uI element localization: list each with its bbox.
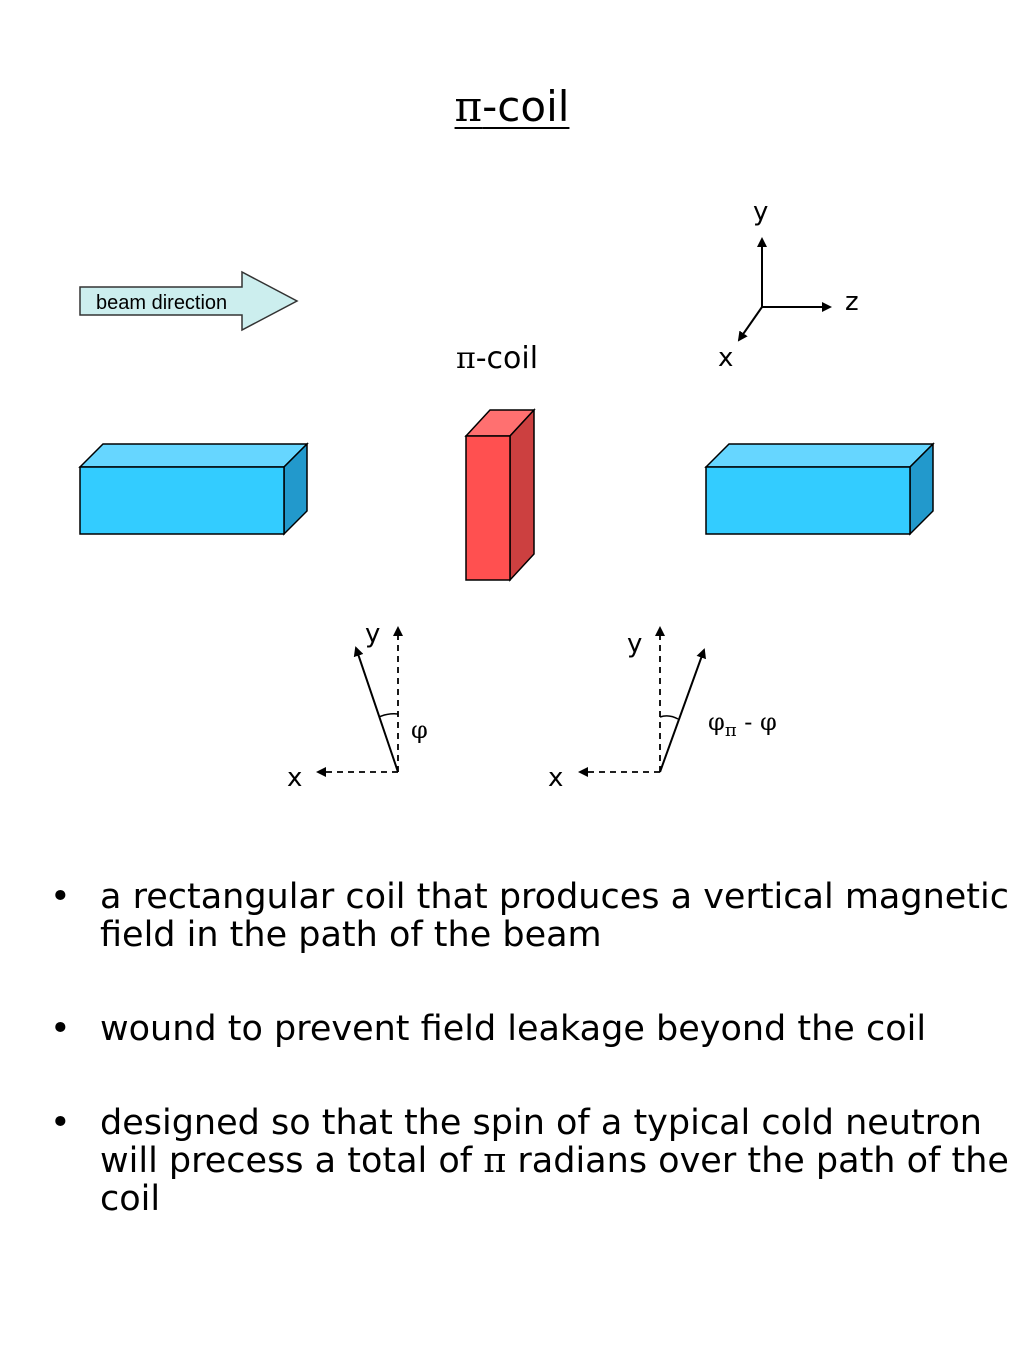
bullet-item: • designed so that the spin of a typical… (50, 1104, 1010, 1218)
bullet-item: • wound to prevent field leakage beyond … (50, 1010, 1010, 1048)
left-angle-arc (378, 713, 399, 718)
pi-coil-diagram: beam direction y z x π-coil y x (78, 197, 935, 793)
coil-label-pi: π (456, 341, 476, 376)
right-inset-y-label: y (627, 629, 642, 659)
beam-direction-arrow: beam direction (79, 270, 299, 332)
x-axis-arrow (737, 306, 763, 342)
bullet-text: designed so that the spin of a typical c… (100, 1103, 1009, 1219)
left-inset-y-label: y (365, 619, 380, 649)
right-spin-inset: y x φπ - φ (548, 626, 777, 793)
pi-coil-block (464, 408, 536, 582)
bullet-text-after-pi: radians over the path of the coil (100, 1141, 1009, 1219)
bullet-text: wound to prevent field leakage beyond th… (100, 1009, 927, 1049)
right-inset-x-label: x (548, 763, 563, 793)
bullet-text: a rectangular coil that produces a verti… (100, 877, 1009, 955)
bullet-item: • a rectangular coil that produces a ver… (50, 878, 1010, 954)
right-angle-label: φπ - φ (708, 708, 777, 741)
z-axis-label: z (845, 287, 859, 317)
right-spin-vector (659, 648, 706, 773)
right-guide-block (704, 442, 935, 536)
coil-side-face (509, 408, 535, 582)
bullet-text-before-pi: designed so that the spin of a typical c… (100, 1103, 982, 1181)
slide-title-text: π-coil (455, 82, 570, 131)
coil-label: π-coil (456, 341, 538, 376)
title-pi-symbol: π (454, 82, 483, 131)
bullet-list: • a rectangular coil that produces a ver… (50, 878, 1010, 1274)
coil-front-face (465, 435, 511, 581)
left-spin-vector (353, 646, 399, 773)
title-coil-word: -coil (482, 82, 570, 131)
left-spin-inset: y x φ (287, 619, 428, 793)
slide-title: π-coil (0, 82, 1024, 132)
left-inset-x-label: x (287, 763, 302, 793)
coil-label-text: -coil (476, 341, 538, 376)
left-guide-front-face (79, 466, 285, 535)
right-angle-subscript-pi: π (725, 720, 737, 741)
bullet-marker: • (50, 877, 71, 917)
left-guide-block (78, 442, 309, 536)
left-angle-label: φ (411, 716, 428, 744)
bullet-pi-symbol: π (483, 1141, 507, 1181)
right-guide-top-face (704, 443, 935, 468)
x-axis-label: x (718, 343, 733, 373)
beam-arrow-shape (79, 270, 299, 332)
right-angle-minus-phi: - φ (737, 708, 777, 736)
right-guide-front-face (705, 466, 911, 535)
beam-direction-label: beam direction (96, 292, 227, 314)
left-guide-top-face (78, 443, 309, 468)
right-angle-arc (659, 715, 679, 720)
y-axis-label: y (753, 197, 768, 227)
coordinate-axes: y z x (718, 197, 859, 373)
bullet-marker: • (50, 1009, 71, 1049)
right-angle-phi-pi: φ (708, 708, 725, 736)
bullet-marker: • (50, 1103, 71, 1143)
